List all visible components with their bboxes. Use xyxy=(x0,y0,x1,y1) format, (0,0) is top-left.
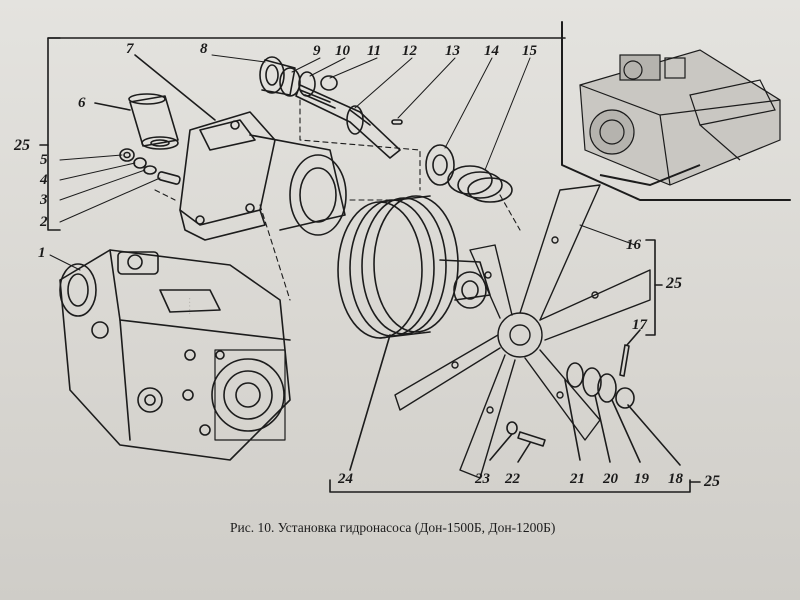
callout-3: 3 xyxy=(40,192,48,208)
callout-22: 22 xyxy=(505,471,520,487)
callout-23: 23 xyxy=(475,471,490,487)
part-14-15-seal-ring xyxy=(425,144,513,203)
callout-12: 12 xyxy=(402,43,417,59)
alignment-dashes xyxy=(154,99,521,301)
part-16-fan xyxy=(394,184,651,479)
callout-13: 13 xyxy=(445,43,460,59)
left-group-bracket xyxy=(47,37,61,231)
part-8-bearing xyxy=(259,56,296,96)
part-24-pulley xyxy=(337,195,491,471)
callout-15: 15 xyxy=(522,43,537,59)
inset-engine-illustration xyxy=(579,49,781,187)
part-7-housing xyxy=(134,54,347,241)
inset-frame xyxy=(561,21,791,201)
callout-21: 21 xyxy=(570,471,585,487)
callout-10: 10 xyxy=(335,43,350,59)
callout-11: 11 xyxy=(367,43,382,59)
callout-6: 6 xyxy=(78,95,86,111)
bottom-bracket xyxy=(329,479,691,493)
part-2-5-fasteners xyxy=(119,148,181,185)
callout-14: 14 xyxy=(484,43,499,59)
callout-16: 16 xyxy=(626,237,641,253)
callout-group-25-bottom: 25 xyxy=(704,473,720,490)
callout-24: 24 xyxy=(338,471,353,487)
callout-5: 5 xyxy=(40,152,48,168)
callout-4: 4 xyxy=(40,172,48,188)
part-1-pump-body xyxy=(59,249,291,461)
callout-17: 17 xyxy=(632,317,647,333)
part-17-bolt xyxy=(619,329,641,377)
part-22-23-bolt-washer xyxy=(489,421,546,463)
right-upper-bracket xyxy=(645,239,656,336)
callout-1: 1 xyxy=(38,245,46,261)
callout-9: 9 xyxy=(313,43,321,59)
part-18-21-hub xyxy=(564,362,681,466)
callout-18: 18 xyxy=(668,471,683,487)
part-9-11-rings xyxy=(279,67,338,97)
callout-7: 7 xyxy=(126,41,134,57)
callout-8: 8 xyxy=(200,41,208,57)
callout-20: 20 xyxy=(603,471,618,487)
callout-2: 2 xyxy=(40,214,48,230)
callout-leaders xyxy=(49,54,636,271)
callout-group-25-right: 25 xyxy=(666,275,682,292)
part-6-coupling xyxy=(94,93,179,150)
callout-group-25-left: 25 xyxy=(14,137,30,154)
part-12-shaft xyxy=(295,84,403,159)
callout-19: 19 xyxy=(634,471,649,487)
figure-caption: Рис. 10. Установка гидронасоса (Дон-1500… xyxy=(230,520,556,535)
